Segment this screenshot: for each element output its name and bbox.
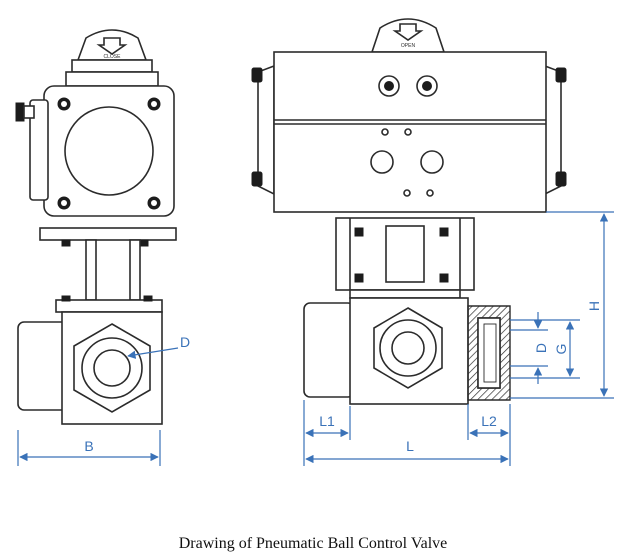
dimension-l2: L2 (467, 404, 511, 466)
dimension-d-left: D (127, 334, 190, 359)
front-bracket (335, 217, 475, 299)
dimension-b: B (17, 430, 161, 466)
dimension-l: L (305, 438, 509, 464)
dim-d-left-label: D (180, 334, 190, 350)
close-label: CLOSE (104, 54, 122, 60)
actuator-body (251, 51, 567, 213)
front-valve-body (303, 297, 511, 405)
side-view: CLOSE (15, 29, 190, 466)
side-valve-body (17, 311, 163, 425)
dim-l-label: L (406, 438, 414, 454)
dim-d-right-label: D (533, 343, 549, 353)
dim-g-label: G (553, 344, 569, 355)
dimension-l1: L1 (303, 400, 351, 466)
dimension-g: G (510, 319, 580, 379)
close-indicator: CLOSE (65, 29, 159, 87)
open-indicator: OPEN (370, 18, 446, 53)
dim-b-label: B (84, 438, 93, 454)
open-label: OPEN (401, 43, 416, 49)
dim-h-label: H (586, 301, 602, 311)
valve-drawing: CLOSE (15, 18, 614, 466)
dim-l1-label: L1 (319, 413, 335, 429)
figure-caption: Drawing of Pneumatic Ball Control Valve (178, 535, 448, 552)
side-screw (15, 102, 35, 122)
front-view: OPEN (251, 18, 614, 466)
dimension-h: H (510, 211, 614, 399)
mounting-bracket (39, 227, 177, 313)
dim-l2-label: L2 (481, 413, 497, 429)
dimension-d-right: D (510, 312, 549, 384)
actuator-end-cover (29, 85, 175, 217)
